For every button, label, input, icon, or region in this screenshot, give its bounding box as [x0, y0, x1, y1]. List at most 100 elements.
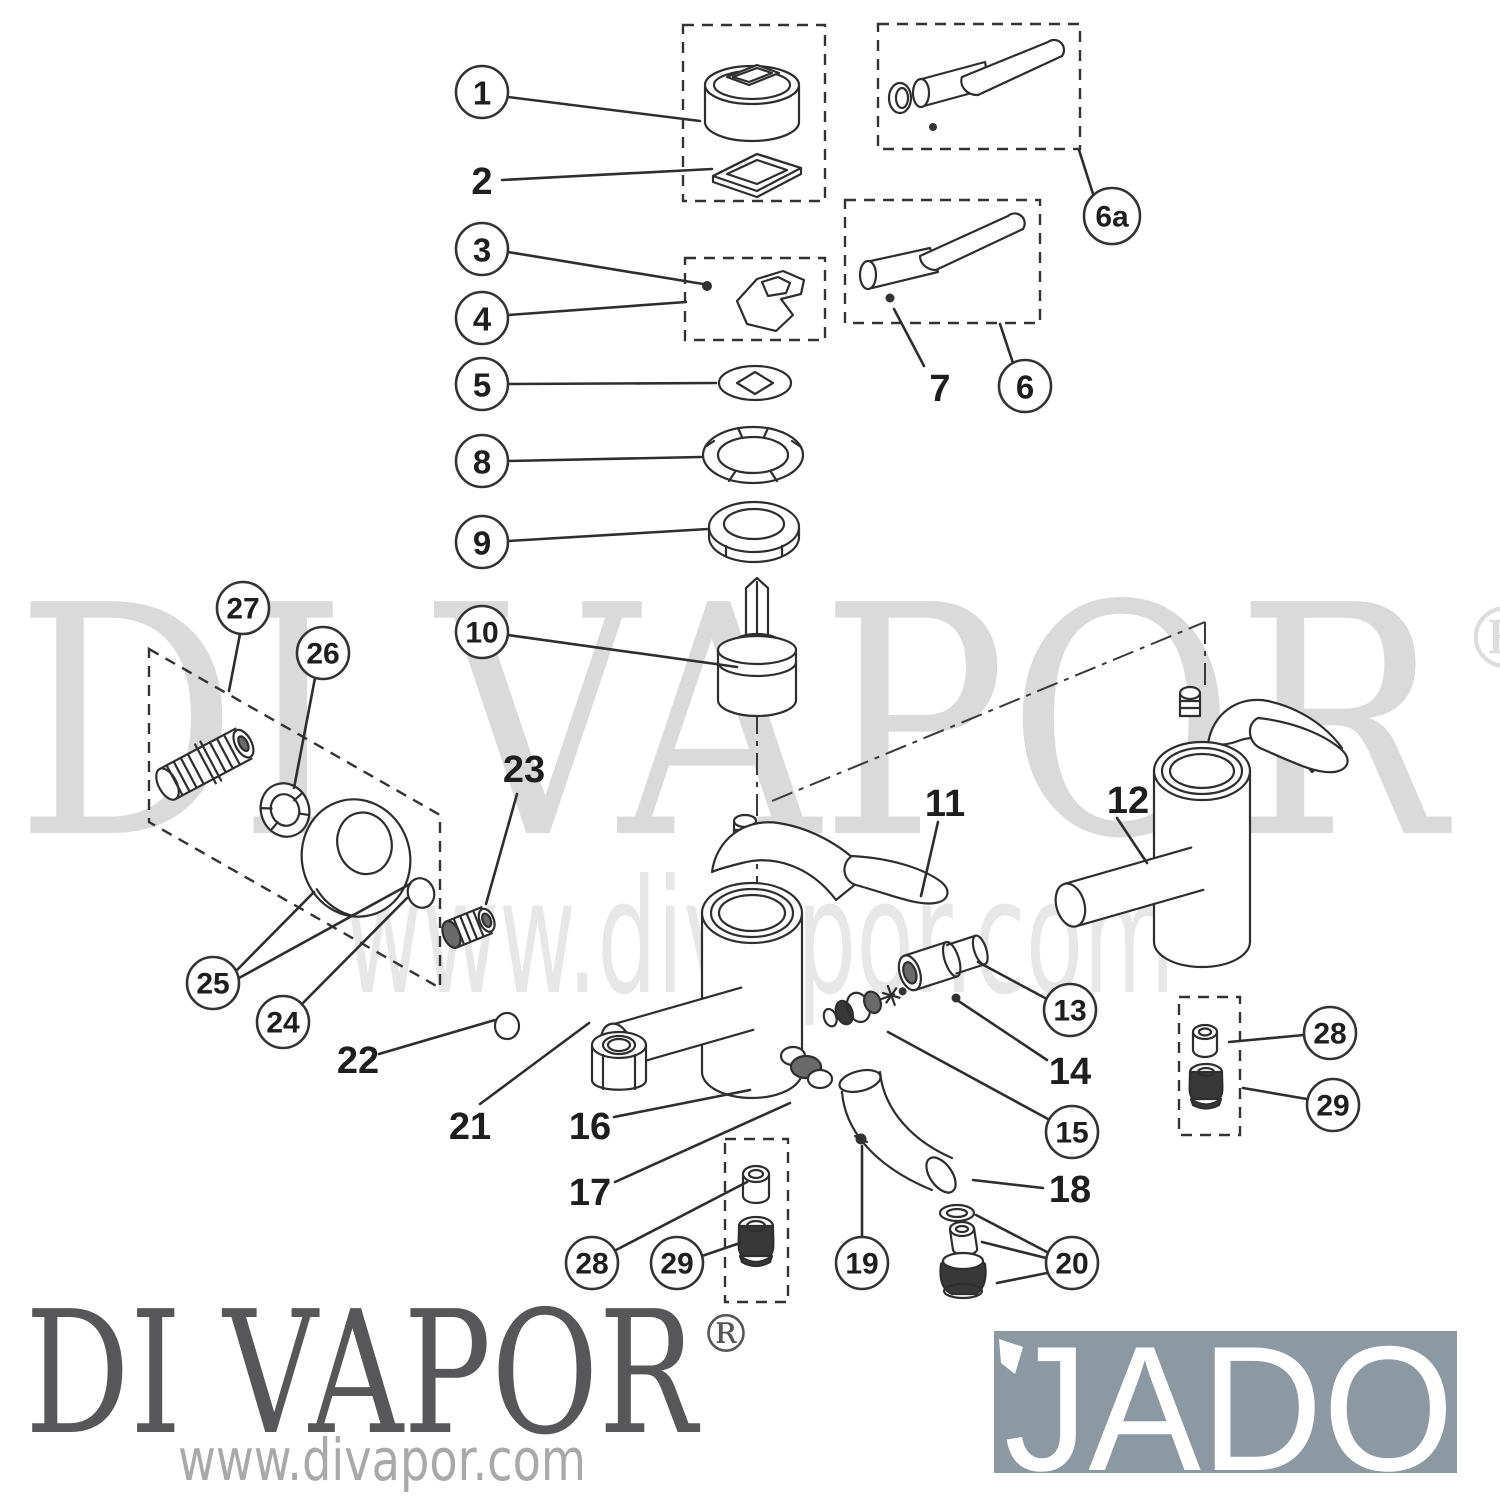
jado-logo-text: JADO [1004, 1309, 1454, 1500]
leader-line-20 [995, 1271, 1049, 1285]
callout-number-29-left: 29 [660, 1248, 693, 1281]
leader-line-6 [998, 322, 1015, 365]
divapor-logo-url: www.divapor.com [178, 1426, 586, 1494]
callout-11: 11 [919, 783, 965, 898]
callout-number-5: 5 [473, 367, 491, 404]
part-5-escutcheon [717, 364, 793, 402]
part-4-knob [735, 269, 806, 333]
callout-number-24: 24 [266, 1007, 300, 1040]
divapor-logo-registered-icon: ® [700, 1305, 752, 1365]
callout-16: 16 [569, 1088, 752, 1148]
callout-number-8: 8 [473, 444, 491, 481]
callout-number-25: 25 [196, 968, 229, 1001]
callout-number-14: 14 [1049, 1051, 1091, 1093]
box-part-6a [876, 22, 1082, 151]
callout-circle-24 [255, 994, 311, 1050]
callout-circle-25 [185, 955, 241, 1011]
callout-6: 6 [997, 322, 1053, 414]
callout-19: 19 [834, 1144, 890, 1291]
callout-number-26: 26 [306, 638, 339, 671]
callout-circle-13 [1042, 982, 1098, 1038]
callout-5: 5 [454, 356, 718, 412]
callout-9: 9 [454, 514, 710, 570]
leader-line-28-left [614, 1180, 749, 1252]
callout-13: 13 [976, 960, 1098, 1038]
leader-line-29-right [1241, 1086, 1309, 1101]
leader-line-17 [613, 1101, 792, 1184]
part-9-collar-nut [707, 500, 801, 564]
leader-line-28-right [1227, 1033, 1306, 1044]
callout-circle-4 [454, 290, 510, 346]
leader-line-10 [506, 633, 739, 669]
part-6a-grub-screw [929, 123, 937, 131]
part-13-connector [897, 933, 989, 992]
callout-circle-29-right [1305, 1077, 1361, 1133]
callout-20: 20 [974, 1213, 1100, 1291]
leader-line-12 [1115, 816, 1149, 865]
leader-line-29-left [700, 1241, 742, 1258]
jado-logo-accent-mark [999, 1339, 1023, 1374]
leader-line-9 [506, 527, 710, 543]
leader-line-1 [506, 95, 702, 123]
box-parts-28-29-right [1177, 995, 1242, 1137]
part-22-oring [493, 1011, 521, 1041]
callout-number-6a: 6a [1095, 201, 1129, 234]
leader-line-22 [377, 1018, 497, 1056]
centerlines [756, 621, 1206, 902]
centerline-diagonal [771, 621, 1206, 802]
callout-circle-27 [215, 580, 271, 636]
callout-circle-15 [1044, 1104, 1100, 1160]
leader-line-24 [295, 896, 409, 1011]
leader-line-14 [955, 998, 1049, 1062]
part-28-bushing-left [741, 1164, 771, 1205]
callout-26: 26 [292, 625, 351, 790]
callout-number-9: 9 [473, 525, 491, 562]
leader-line-5 [506, 381, 718, 386]
part-29-adapter-right [1188, 1062, 1224, 1110]
part-10-cartridge [716, 576, 798, 718]
part-19-screw [853, 1133, 869, 1145]
callout-circle-5 [454, 356, 510, 412]
leader-line-20 [974, 1213, 1049, 1254]
part-28-bushing-right [1191, 1023, 1219, 1059]
callout-4: 4 [454, 290, 688, 346]
leader-line-20 [980, 1240, 1048, 1260]
leader-line-21 [478, 1021, 591, 1106]
leader-line-2 [500, 167, 714, 182]
leader-line-3 [506, 250, 705, 286]
leader-line-18 [971, 1178, 1045, 1190]
callout-17: 17 [569, 1101, 792, 1214]
callout-number-16: 16 [569, 1106, 611, 1148]
callout-circle-28-right [1302, 1005, 1358, 1061]
part-24-oring [406, 877, 436, 909]
part-12-tee-tube [1054, 846, 1205, 928]
footer: DI VAPOR ® www.divapor.com JADO [25, 1275, 1457, 1500]
callout-circle-3 [454, 221, 510, 277]
callout-number-18: 18 [1049, 1169, 1091, 1211]
box-parts-3-4 [683, 256, 827, 342]
callout-15: 15 [886, 1030, 1100, 1160]
leader-line-8 [506, 455, 703, 463]
callout-number-10: 10 [465, 617, 498, 650]
callout-25: 25 [185, 882, 412, 1011]
part-6-lever-handle [858, 212, 1026, 303]
callout-circle-9 [454, 514, 510, 570]
callout-number-19: 19 [845, 1248, 878, 1281]
divapor-logo-text: DI VAPOR [25, 1275, 701, 1473]
leader-line-11 [919, 820, 940, 898]
callout-number-21: 21 [449, 1106, 491, 1148]
watermark-registered-icon: ® [1462, 590, 1500, 689]
leader-line-25 [234, 890, 316, 973]
callout-number-1: 1 [473, 75, 491, 112]
part-21-hex-nut [590, 1030, 648, 1091]
box-part-27-plane [147, 646, 442, 991]
callout-circle-1 [454, 64, 510, 120]
part-1-cap [703, 63, 801, 143]
leader-line-4 [506, 300, 688, 317]
leader-line-7 [892, 307, 926, 368]
box-parts-28-29-left [723, 1137, 790, 1304]
callout-number-27: 27 [226, 593, 259, 626]
callout-circle-20 [1044, 1235, 1100, 1291]
leader-line-16 [612, 1088, 752, 1119]
callout-number-7: 7 [929, 368, 950, 410]
